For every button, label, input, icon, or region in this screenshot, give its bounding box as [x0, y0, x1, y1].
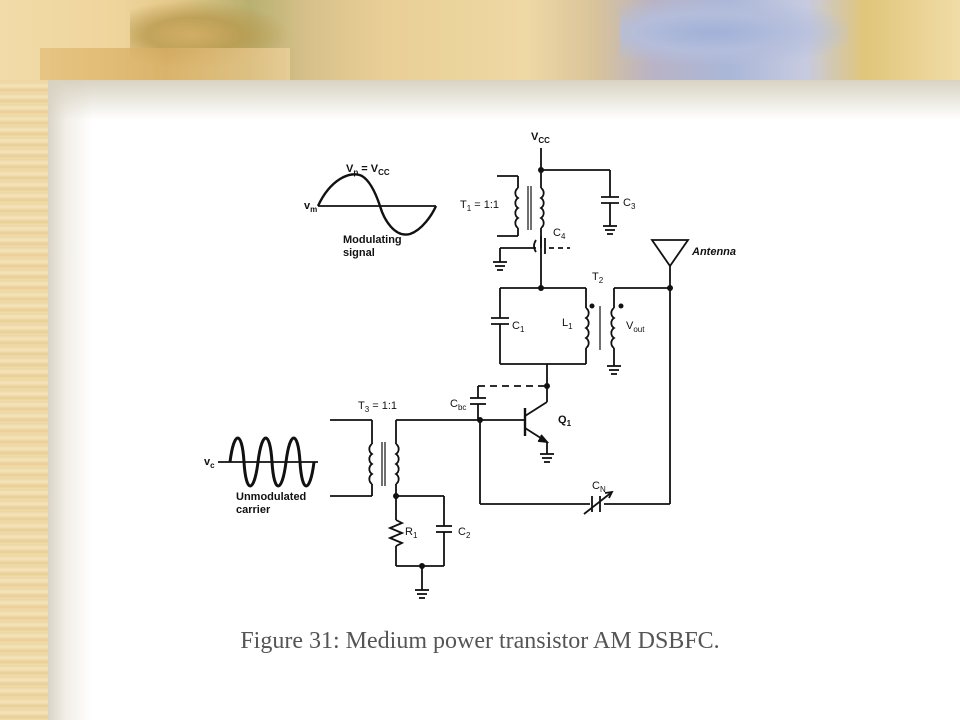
- cn-label: CN: [592, 480, 606, 494]
- t3-label: T3 = 1:1: [358, 400, 397, 414]
- cbc-label: Cbc: [450, 398, 466, 412]
- content-panel-shadow: [48, 80, 960, 120]
- c2-label: C2: [458, 526, 471, 540]
- figure-caption: Figure 31: Medium power transistor AM DS…: [240, 628, 720, 654]
- signal-label: signal: [343, 247, 375, 259]
- vcc-label: VCC: [531, 131, 550, 145]
- vm-label: vm: [304, 200, 317, 214]
- content-panel: [48, 80, 960, 720]
- l1-label: L1: [562, 317, 573, 331]
- c3-label: C3: [623, 197, 636, 211]
- c4-label: C4: [553, 227, 566, 241]
- carrier-label: carrier: [236, 504, 271, 516]
- left-decorative-strip: [0, 0, 52, 720]
- c1-label: C1: [512, 320, 525, 334]
- t1-label: T1 = 1:1: [460, 199, 499, 213]
- vp-label: Vp = VCC: [346, 163, 390, 177]
- vout-label: Vout: [626, 320, 645, 334]
- leaf-decoration: [40, 48, 290, 80]
- junction-dots: [393, 167, 673, 569]
- leaf-decoration: [620, 0, 850, 65]
- t2-label: T2: [592, 271, 604, 285]
- q1-label: Q1: [558, 414, 572, 428]
- r1-label: R1: [405, 526, 418, 540]
- modulating-label: Modulating: [343, 234, 402, 246]
- unmodulated-label: Unmodulated: [236, 491, 306, 503]
- circuit-wires: [218, 148, 690, 599]
- vc-label: vc: [204, 456, 215, 470]
- antenna-label: Antenna: [691, 246, 736, 258]
